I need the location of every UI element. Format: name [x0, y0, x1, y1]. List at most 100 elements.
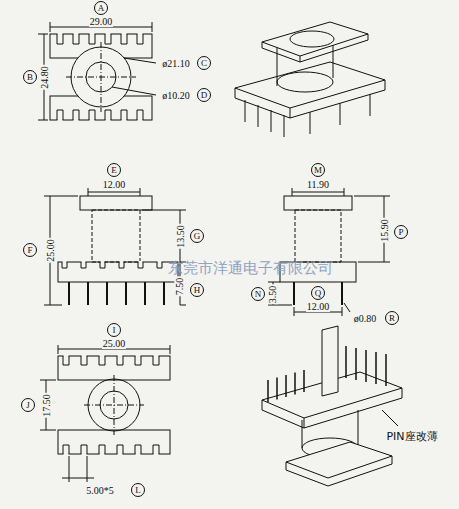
- slot-gap: [82, 453, 87, 455]
- pin: [365, 350, 367, 382]
- slot: [89, 110, 95, 120]
- callout-circle: J: [21, 398, 35, 412]
- pin: [163, 282, 165, 305]
- watermark: 东莞市洋通电子有限公司: [167, 260, 334, 276]
- slot: [117, 445, 123, 454]
- dimension-value: 17.50: [41, 393, 52, 418]
- dimension-value: ø21.10: [161, 58, 191, 69]
- slot: [57, 110, 63, 120]
- pin: [267, 380, 269, 402]
- dimension-value: 25.00: [102, 338, 127, 349]
- bottom-view: [40, 345, 170, 482]
- callout-circle: N: [251, 287, 265, 301]
- dimension-value: ø0.80: [353, 313, 378, 324]
- callout-letter: A: [98, 4, 105, 13]
- slot-gap: [122, 119, 127, 121]
- callout-letter: L: [135, 486, 141, 495]
- slot-gap: [158, 261, 162, 263]
- callout-letter: Q: [315, 289, 322, 298]
- slot: [135, 445, 141, 454]
- callout-circle: R: [385, 311, 399, 325]
- slot-gap: [118, 355, 123, 357]
- callout-letter: N: [255, 290, 262, 299]
- slot-gap: [138, 119, 143, 121]
- slot: [137, 110, 143, 120]
- slot: [105, 110, 111, 120]
- slot-gap: [154, 355, 159, 357]
- slot-gap: [64, 355, 69, 357]
- pin-and-slot-repeats: [57, 34, 386, 454]
- slot-gap: [74, 33, 79, 35]
- slot-gap: [82, 261, 86, 263]
- dimension-value: 12.00: [102, 179, 127, 190]
- slot-gap: [64, 453, 69, 455]
- slot: [99, 445, 105, 454]
- callout-letter: B: [27, 73, 33, 82]
- slot: [153, 356, 159, 365]
- slot: [153, 445, 159, 454]
- callout-circle: M: [311, 163, 325, 177]
- callout-letter: F: [27, 246, 32, 255]
- pin: [276, 378, 278, 400]
- slot: [81, 356, 87, 365]
- callout-circle: C: [197, 56, 211, 70]
- slot: [62, 262, 67, 268]
- dimension-value: 15.90: [379, 218, 390, 243]
- slot-gap: [122, 33, 127, 35]
- slot: [119, 262, 124, 268]
- callout-circle: A: [94, 1, 108, 15]
- slot-gap: [101, 261, 105, 263]
- slot-gap: [139, 261, 143, 263]
- dimension-value: 12.00: [306, 301, 331, 312]
- top-view: [38, 22, 156, 120]
- callout-circle: L: [131, 483, 145, 497]
- slot-gap: [100, 453, 105, 455]
- slot-gap: [63, 261, 67, 263]
- isometric-top: [235, 22, 385, 137]
- slot-gap: [58, 33, 63, 35]
- pin: [285, 375, 287, 397]
- dimension-value: 7.50: [175, 276, 186, 296]
- slot: [135, 356, 141, 365]
- pin: [303, 370, 305, 392]
- pin: [355, 348, 357, 380]
- slot: [137, 34, 143, 44]
- callout-letter: E: [111, 166, 117, 175]
- dimension-value: 24.80: [39, 65, 50, 90]
- slot: [100, 262, 105, 268]
- callout-letter: I: [113, 326, 116, 335]
- pin: [144, 282, 146, 305]
- note-text: PIN座改薄: [385, 430, 438, 443]
- callout-letter: J: [26, 401, 30, 410]
- isometric-bottom: [262, 326, 402, 486]
- slot-gap: [58, 119, 63, 121]
- dimension-value: 13.50: [175, 224, 186, 249]
- pin: [294, 373, 296, 395]
- front-view: [44, 188, 186, 305]
- callout-circle: I: [107, 323, 121, 337]
- dimension-value: ø10.20: [161, 90, 191, 101]
- dimension-value: 3.50: [268, 284, 279, 304]
- callout-letter: H: [194, 286, 201, 295]
- pin: [345, 346, 347, 378]
- slot: [73, 34, 79, 44]
- slot: [81, 445, 87, 454]
- pin: [385, 354, 387, 386]
- callout-circle: G: [190, 229, 204, 243]
- slot: [138, 262, 143, 268]
- callout-circle: B: [23, 70, 37, 84]
- callout-circle: F: [23, 243, 37, 257]
- dimension-value: 11.90: [306, 179, 330, 190]
- pin: [125, 282, 127, 305]
- slot-gap: [138, 33, 143, 35]
- slot-gap: [74, 119, 79, 121]
- callout-circle: E: [107, 163, 121, 177]
- slot: [63, 445, 69, 454]
- slot: [99, 356, 105, 365]
- pin: [87, 282, 89, 305]
- slot: [63, 356, 69, 365]
- callout-letter: C: [201, 59, 207, 68]
- callout-circle: Q: [311, 286, 325, 300]
- slot-gap: [118, 453, 123, 455]
